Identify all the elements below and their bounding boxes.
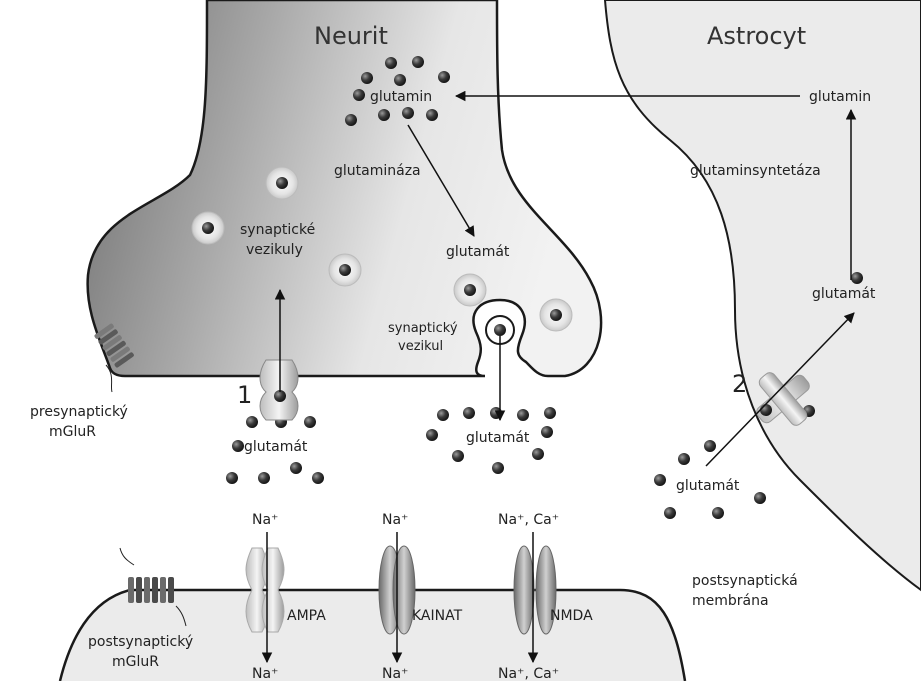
presynaptic-mglur-label-line2: mGluR — [49, 424, 96, 440]
vesicle-label-line2: vezikul — [398, 339, 443, 354]
vesicles-label-line2: vezikuly — [246, 242, 303, 258]
glutamat-astro-label: glutamát — [812, 286, 876, 302]
neuron-title: Neurit — [314, 22, 388, 50]
glutamate-molecule — [532, 448, 544, 460]
glutamate-molecule — [226, 472, 238, 484]
kainat-ion-in: Na⁺ — [382, 512, 408, 528]
transporter-2-number: 2 — [732, 370, 747, 398]
transporter-2-glutamate — [760, 404, 772, 416]
vesicle-glutamate — [550, 309, 562, 321]
glutamate-molecule — [517, 409, 529, 421]
transporter-1 — [260, 360, 298, 420]
transporter-1-number: 1 — [237, 381, 252, 409]
glutamate-molecule — [258, 472, 270, 484]
fusing-vesicle-glutamate — [494, 324, 506, 336]
vesicle-label-line1: synaptický — [388, 321, 458, 336]
postsynaptic-membrane-label-line2: membrána — [692, 593, 769, 609]
glutamat-cleft-left-label: glutamát — [244, 439, 308, 455]
glutamate-molecule — [463, 407, 475, 419]
glutaminsyntetaza-label: glutaminsyntetáza — [690, 163, 821, 179]
vesicle-glutamate — [202, 222, 214, 234]
glutamate-molecule — [246, 416, 258, 428]
glutamate-molecule — [438, 71, 450, 83]
glutamate-molecule — [385, 57, 397, 69]
vesicle-glutamate — [464, 284, 476, 296]
glutamate-molecule — [437, 409, 449, 421]
glutamate-molecule — [704, 440, 716, 452]
glutamat-inside-label: glutamát — [446, 244, 510, 260]
postsynaptic-membrane-label-line1: postsynaptická — [692, 573, 798, 589]
glutamate-molecule — [361, 72, 373, 84]
glutamate-molecule — [664, 507, 676, 519]
glutamin-neuron-label: glutamin — [370, 89, 432, 105]
glutamate-molecule — [312, 472, 324, 484]
glutamate-molecule — [712, 507, 724, 519]
glutamin-astro-label: glutamin — [809, 89, 871, 105]
glutamate-molecule — [394, 74, 406, 86]
postsynaptic-mglur-pointer-1 — [120, 548, 134, 565]
glutamate-molecule — [232, 440, 244, 452]
nmda-label: NMDA — [550, 608, 593, 624]
vesicle-glutamate — [276, 177, 288, 189]
nmda-ion-out: Na⁺, Ca⁺ — [498, 666, 559, 681]
glutaminaza-label: glutamináza — [334, 163, 421, 179]
vesicles-label-line1: synaptické — [240, 222, 315, 238]
presynaptic-mglur-label-line1: presynaptický — [30, 404, 128, 420]
ampa-label: AMPA — [287, 608, 326, 624]
postsynaptic-mglur-label-line1: postsynaptický — [88, 634, 193, 650]
vesicle-glutamate — [339, 264, 351, 276]
glutamate-molecule — [402, 107, 414, 119]
astrocyte-title: Astrocyt — [707, 22, 806, 50]
glutamat-cleft-right-label: glutamát — [676, 478, 740, 494]
glutamate-molecule — [345, 114, 357, 126]
glutamate-molecule — [290, 462, 302, 474]
glutamate-molecule — [654, 474, 666, 486]
glutamate-molecule — [378, 109, 390, 121]
nmda-ion-in: Na⁺, Ca⁺ — [498, 512, 559, 528]
kainat-ion-out: Na⁺ — [382, 666, 408, 681]
postsynaptic-mglur-label-line2: mGluR — [112, 654, 159, 670]
glutamate-molecule — [304, 416, 316, 428]
presynaptic-terminal — [88, 0, 601, 376]
glutamate-molecule — [544, 407, 556, 419]
ampa-ion-in: Na⁺ — [252, 512, 278, 528]
glutamate-molecule — [851, 272, 863, 284]
ampa-ion-out: Na⁺ — [252, 666, 278, 681]
glutamate-molecule — [426, 429, 438, 441]
glutamat-cleft-mid-label: glutamát — [466, 430, 530, 446]
glutamate-molecule — [492, 462, 504, 474]
glutamate-molecule — [452, 450, 464, 462]
glutamate-molecule — [678, 453, 690, 465]
glutamate-molecule — [541, 426, 553, 438]
glutamate-molecule — [412, 56, 424, 68]
glutamate-molecule — [754, 492, 766, 504]
glutamate-molecule — [426, 109, 438, 121]
glutamate-molecule — [353, 89, 365, 101]
kainat-label: KAINAT — [412, 608, 463, 624]
